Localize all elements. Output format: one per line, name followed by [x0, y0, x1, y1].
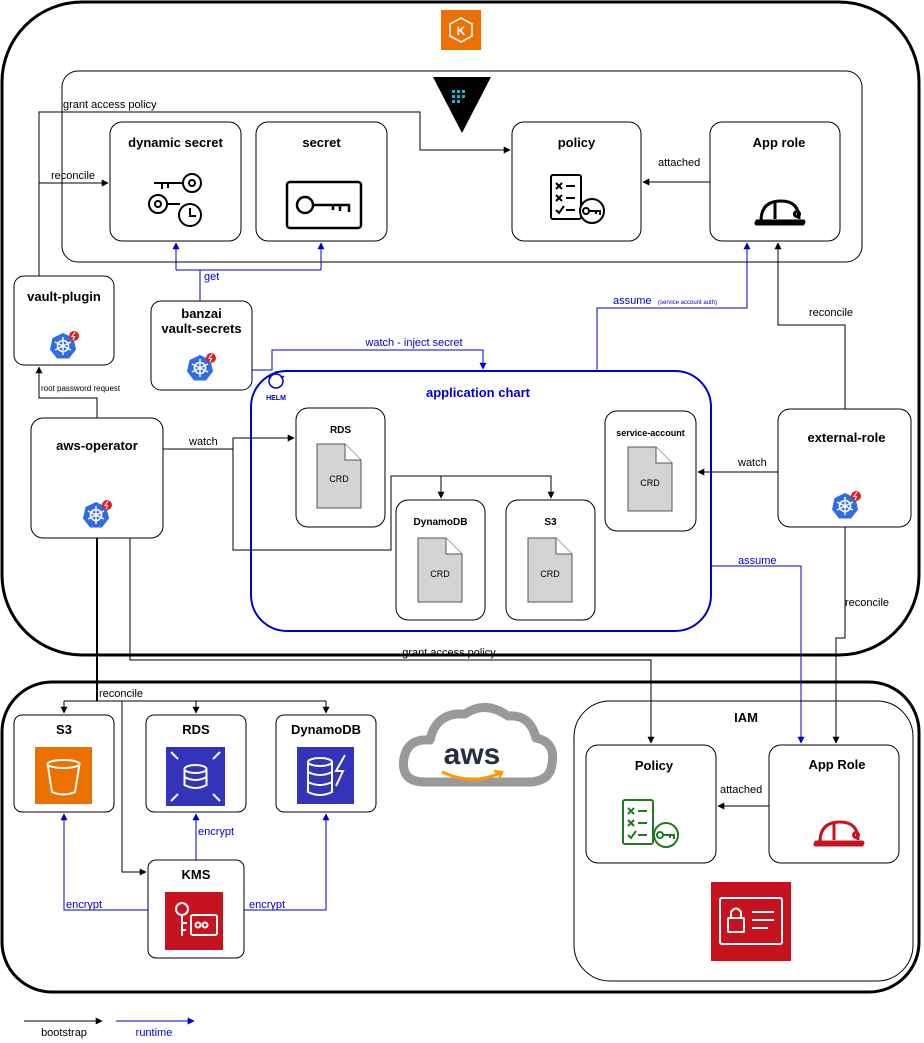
- secret-node[interactable]: secret: [255, 121, 388, 242]
- legend-bootstrap-label: bootstrap: [41, 1027, 87, 1039]
- aws-rds-node[interactable]: RDS: [145, 714, 247, 813]
- crd-label: CRD: [430, 569, 450, 579]
- application-chart-container: [250, 370, 712, 632]
- crd-label: CRD: [329, 474, 349, 484]
- aws-operator-node[interactable]: aws-operator: [30, 417, 164, 539]
- service-account-label: service-account: [616, 428, 685, 438]
- edge-label-reconcile: reconcile: [51, 170, 95, 182]
- external-role-node[interactable]: external-role: [777, 408, 912, 528]
- vault-policy-label: policy: [558, 135, 596, 150]
- edge-label-attached: attached: [658, 157, 700, 169]
- dynamic-secret-label: dynamic secret: [128, 135, 223, 150]
- edge-label-watch: watch: [737, 457, 767, 469]
- application-chart-title: application chart: [426, 385, 531, 400]
- edge-label-assume: assume: [613, 295, 652, 307]
- edge-label-encrypt: encrypt: [249, 899, 285, 911]
- helm-icon: HELM: [266, 371, 286, 402]
- vault-container: [61, 70, 863, 263]
- edge-label-root-password: root password request: [41, 384, 121, 393]
- s3-crd-label: S3: [544, 517, 557, 528]
- aws-s3-node[interactable]: S3: [13, 714, 115, 813]
- key-card-icon: [285, 180, 363, 230]
- edge-label-reconcile: reconcile: [845, 597, 889, 609]
- aws-logo-text: aws: [444, 738, 501, 771]
- edge-label-reconcile: reconcile: [809, 307, 853, 319]
- edge-label-grant-access-policy: grant access policy: [402, 647, 496, 659]
- edge-assume-service-account-auth: [596, 242, 751, 371]
- aws-rds-label: RDS: [182, 722, 210, 737]
- legend-runtime-label: runtime: [136, 1027, 173, 1039]
- vault-app-role-node[interactable]: App role: [709, 121, 841, 242]
- edge-reconcile-app-role: [774, 242, 846, 409]
- edge-label-grant-access-policy: grant access policy: [63, 99, 157, 111]
- edge-label-watch-inject: watch - inject secret: [364, 337, 462, 349]
- edge-label-watch: watch: [188, 436, 218, 448]
- dynamodb-crd-label: DynamoDB: [414, 517, 468, 528]
- iam-service-icon: [711, 882, 791, 961]
- edge-reconcile-kms: [121, 701, 147, 876]
- aws-kms-node[interactable]: KMS: [147, 859, 245, 959]
- service-account-crd-node[interactable]: service-account CRD: [604, 410, 697, 532]
- edge-label-reconcile: reconcile: [99, 688, 143, 700]
- external-role-label: external-role: [807, 430, 885, 445]
- vault-logo: [433, 77, 491, 133]
- aws-operator-label: aws-operator: [56, 438, 138, 453]
- edge-root-password-request: [35, 366, 98, 418]
- rds-crd-label: RDS: [330, 425, 351, 436]
- aws-kms-label: KMS: [182, 867, 211, 882]
- edge-watch-inject-secret: [252, 349, 487, 371]
- edge-label-encrypt: encrypt: [198, 826, 234, 838]
- edge-encrypt-s3: [60, 813, 148, 911]
- crd-label: CRD: [640, 478, 660, 488]
- vault-secrets-label: vault-secrets: [161, 321, 241, 336]
- iam-app-role-label: App Role: [808, 757, 865, 772]
- secret-label: secret: [302, 135, 341, 150]
- crd-label: CRD: [540, 569, 560, 579]
- policy-checklist-icon: [550, 174, 605, 224]
- iam-app-role-node[interactable]: App Role: [768, 744, 900, 864]
- edge-label-assume-note: (service account auth): [658, 300, 717, 306]
- helm-text: HELM: [266, 395, 286, 402]
- edge-label-get: get: [204, 271, 219, 283]
- edge-watch-s3-crd: [232, 449, 555, 551]
- rds-crd-node[interactable]: RDS CRD: [295, 407, 386, 528]
- eks-logo: K: [441, 10, 481, 50]
- aws-dynamodb-node[interactable]: DynamoDB: [275, 714, 377, 813]
- banzai-label: banzai: [181, 306, 221, 321]
- dynamic-secret-node[interactable]: dynamic secret: [109, 121, 242, 242]
- aws-s3-label: S3: [56, 722, 72, 737]
- svg-text:K: K: [457, 24, 466, 38]
- edge-grant-access-policy-vault: [38, 111, 511, 276]
- edge-label-assume: assume: [738, 555, 777, 567]
- edge-assume-iam-app-role: [711, 565, 805, 744]
- kubernetes-cluster-boundary: [0, 0, 921, 657]
- vault-policy-node[interactable]: policy: [511, 121, 642, 242]
- iam-title: IAM: [734, 710, 758, 725]
- iam-policy-label: Policy: [635, 758, 674, 773]
- aws-cloud-logo: aws: [398, 703, 558, 787]
- vault-app-role-label: App role: [753, 135, 806, 150]
- aws-dynamodb-label: DynamoDB: [291, 722, 361, 737]
- edge-label-attached: attached: [720, 784, 762, 796]
- edge-encrypt-dynamodb: [244, 813, 330, 911]
- iam-policy-icon: [622, 799, 679, 848]
- edge-watch-rds-crd: [163, 434, 295, 450]
- iam-policy-node[interactable]: Policy: [585, 744, 717, 864]
- vault-plugin-label: vault-plugin: [27, 289, 101, 304]
- keys-clock-icon: [148, 173, 202, 227]
- aws-cloud-boundary: [0, 680, 921, 994]
- kms-service-icon: [165, 892, 223, 950]
- dynamodb-crd-node[interactable]: DynamoDB CRD: [395, 499, 486, 621]
- edge-reconcile-iam-app-role: [832, 527, 846, 744]
- s3-crd-node[interactable]: S3 CRD: [505, 499, 596, 621]
- edge-label-encrypt: encrypt: [66, 899, 102, 911]
- iam-container: [573, 700, 914, 982]
- banzai-vault-secrets-node[interactable]: banzai vault-secrets: [150, 300, 253, 391]
- vault-plugin-node[interactable]: vault-plugin: [13, 275, 115, 366]
